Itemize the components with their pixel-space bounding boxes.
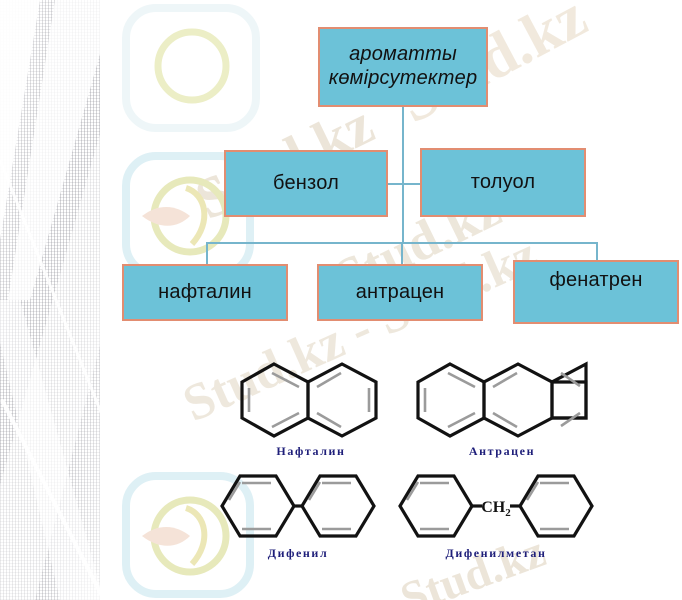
connector-drop-naftalin: [206, 242, 208, 264]
anthracene-skeleton-icon: [416, 361, 588, 438]
structure-anthracene: Антрацен: [412, 358, 592, 458]
biphenyl-skeleton-icon: [220, 474, 376, 538]
node-label-line1: ароматты: [349, 43, 457, 66]
node-phenanthrene[interactable]: фенатрен: [513, 260, 679, 324]
brand-logo-watermark-icon: [122, 4, 260, 132]
node-label: нафталин: [158, 281, 252, 303]
connector-drop-fenatren: [596, 242, 598, 260]
node-label: толуол: [470, 171, 536, 193]
diphenylmethane-skeleton-icon: CH2: [398, 474, 594, 538]
structure-label: Дифенилметан: [445, 546, 547, 560]
node-aromatic-hydrocarbons[interactable]: ароматты көмірсутектер: [318, 27, 488, 107]
node-label-line2: көмірсутектер: [328, 67, 478, 89]
structure-naphthalene: Нафталин: [236, 358, 386, 458]
node-label: фенатрен: [549, 269, 643, 291]
node-toluene[interactable]: толуол: [420, 148, 586, 217]
structure-label: Антрацен: [468, 444, 536, 458]
ch2-bridge-label: CH2: [481, 499, 511, 519]
structure-diphenylmethane: CH2 Дифенилметан: [396, 470, 596, 560]
node-benzene[interactable]: бензол: [224, 150, 388, 217]
decorative-left-band: [0, 0, 104, 600]
node-label: бензол: [273, 172, 339, 194]
structure-label: Нафталин: [276, 444, 346, 458]
connector-level2-horizontal: [387, 183, 421, 185]
band-shading: [0, 0, 104, 600]
connector-root-vertical: [402, 107, 404, 184]
connector-root-vertical-lower: [402, 183, 404, 243]
node-naphthalene[interactable]: нафталин: [122, 264, 288, 321]
node-label: антрацен: [355, 281, 445, 303]
naphthalene-skeleton-icon: [240, 362, 378, 438]
connector-drop-antracen: [401, 242, 403, 264]
structure-label: Дифенил: [267, 546, 329, 560]
structure-biphenyl: Дифенил: [218, 470, 378, 560]
node-label: ароматты көмірсутектер: [329, 43, 478, 90]
node-anthracene[interactable]: антрацен: [317, 264, 483, 321]
